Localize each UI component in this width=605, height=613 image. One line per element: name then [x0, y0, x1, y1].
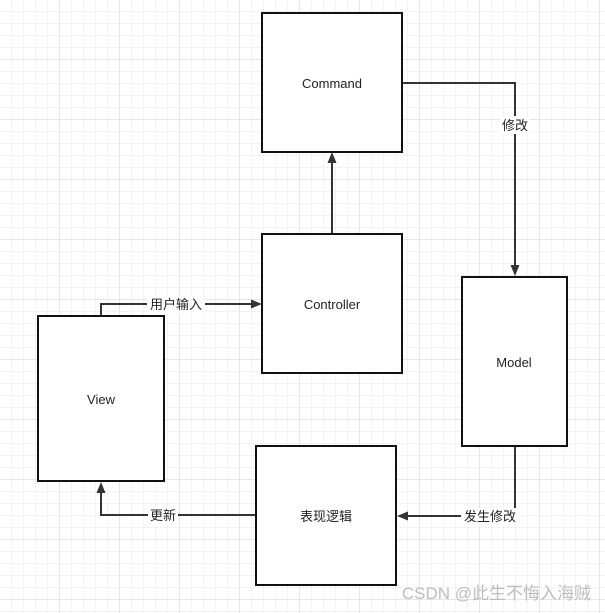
edge-controller-to-command: [327, 152, 337, 233]
edge-label-modify: 修改: [502, 118, 528, 133]
node-view: View: [37, 315, 165, 482]
edge-label-user-input: 用户输入: [150, 297, 202, 312]
node-command: Command: [261, 12, 403, 153]
node-model: Model: [461, 276, 568, 447]
node-controller-label: Controller: [304, 297, 361, 312]
node-view-label: View: [87, 392, 116, 407]
node-command-label: Command: [302, 76, 362, 91]
watermark: CSDN @此生不悔入海贼: [402, 584, 591, 603]
node-controller: Controller: [261, 233, 403, 374]
node-presentation-logic: 表现逻辑: [255, 445, 397, 586]
node-model-label: Model: [496, 355, 532, 370]
edge-label-update: 更新: [150, 508, 176, 523]
edge-command-to-model: [402, 82, 520, 276]
edge-logic-to-view: [96, 482, 256, 516]
edge-label-changed: 发生修改: [464, 509, 516, 524]
node-presentation-logic-label: 表现逻辑: [300, 509, 352, 524]
